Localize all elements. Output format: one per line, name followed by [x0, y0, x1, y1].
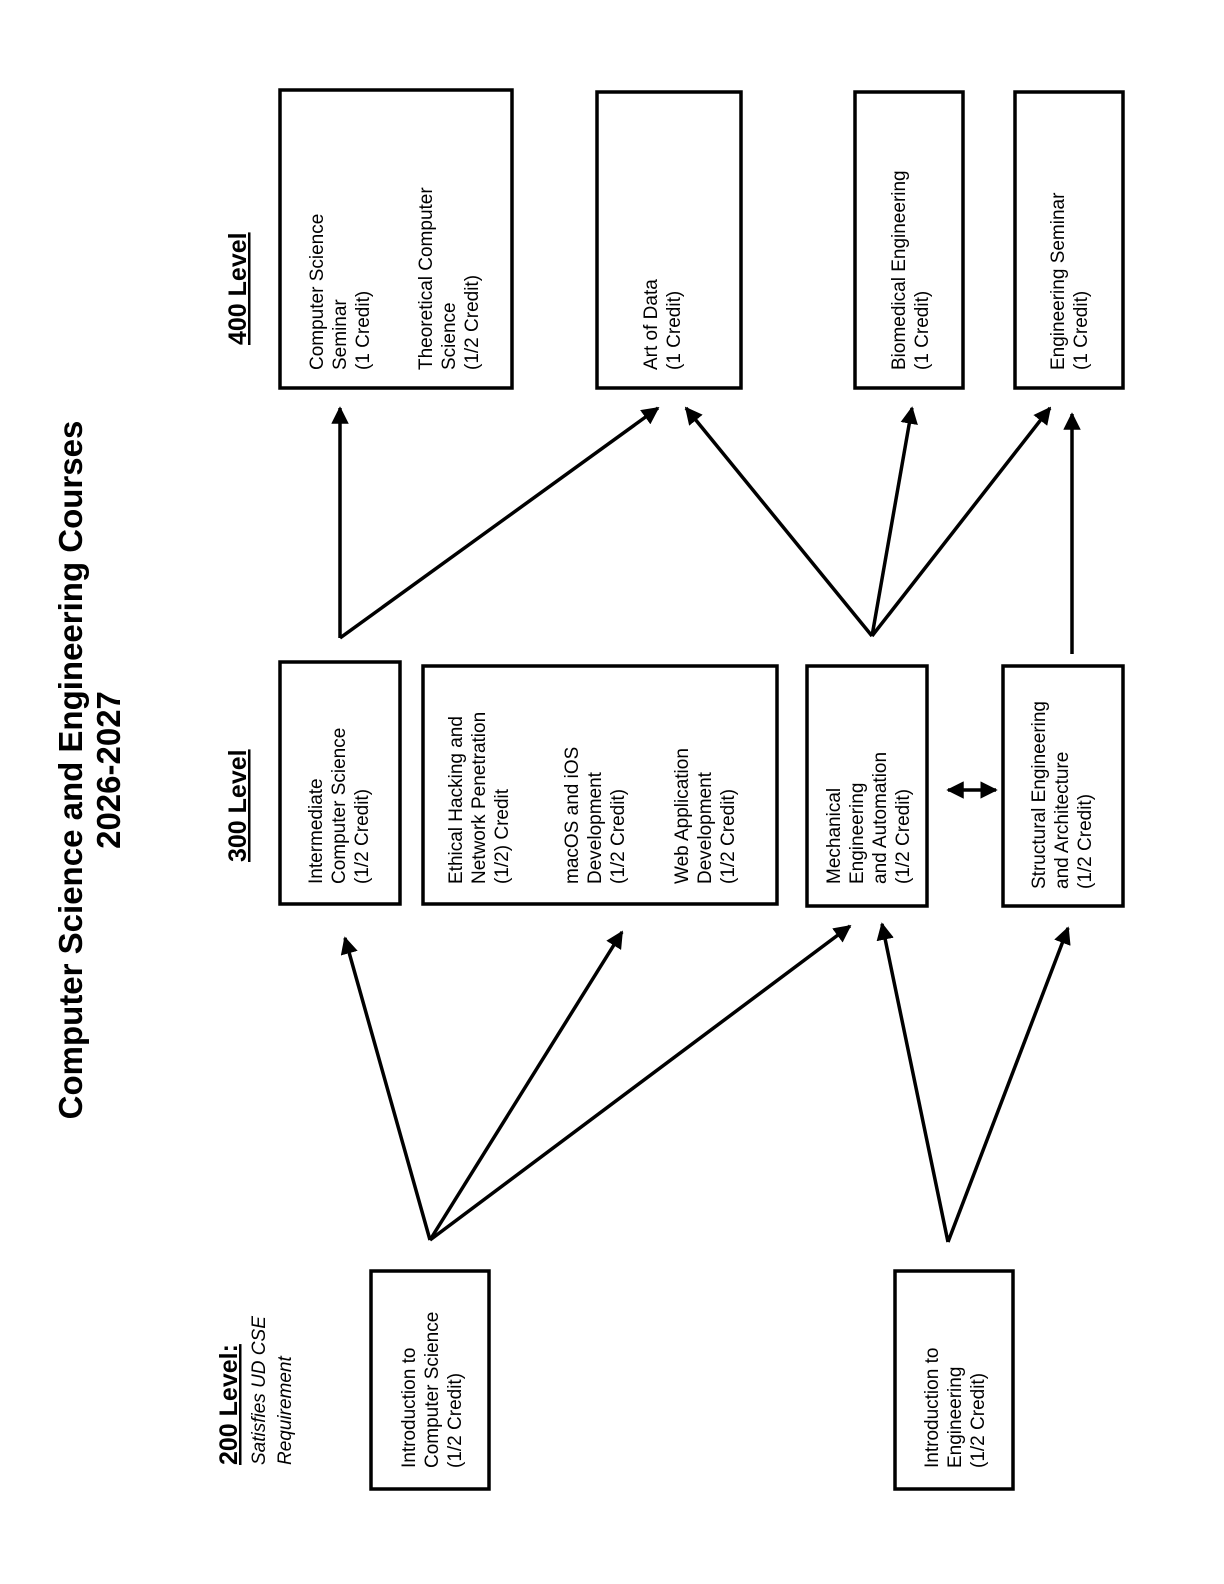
- course-mech-eng-line1: Mechanical: [824, 788, 845, 884]
- course-struct-eng-line1: Structural Engineering: [1029, 701, 1050, 889]
- course-theoretical-cs-text: Theoretical Computer Science (1/2 Credit…: [416, 187, 483, 370]
- course-box-eng-seminar: [1013, 90, 1125, 390]
- course-macos-ios-text: macOS and iOS Development (1/2 Credit): [562, 747, 629, 884]
- arrow-intermediate-cs-to-art-of-data: [338, 406, 660, 640]
- course-theoretical-cs-line2: Science: [439, 302, 460, 370]
- course-box-struct-eng: [1001, 664, 1125, 908]
- course-web-app-text: Web Application Development (1/2 Credit): [672, 748, 739, 884]
- arrow-intro-cs-to-intermediate-cs: [340, 936, 432, 1241]
- course-cs-seminar-text: Computer Science Seminar (1 Credit): [307, 214, 374, 370]
- course-eng-seminar-credit: (1 Credit): [1071, 291, 1092, 370]
- prerequisite-arrows: [331, 406, 1081, 1243]
- course-eng-seminar-text: Engineering Seminar (1 Credit): [1048, 192, 1092, 370]
- course-intro-cs-line1: Introduction to: [399, 1348, 420, 1468]
- course-cs-seminar-credit: (1 Credit): [353, 291, 374, 370]
- course-intermediate-cs-line2: Computer Science: [329, 728, 350, 884]
- course-macos-ios-line2: Development: [585, 771, 606, 884]
- course-struct-eng-text: Structural Engineering and Architecture …: [1029, 701, 1096, 889]
- course-box-intermediate-cs: [278, 660, 402, 906]
- course-theoretical-cs-line1: Theoretical Computer: [416, 187, 437, 370]
- arrow-mech-eng-to-eng-seminar: [870, 406, 1052, 638]
- arrow-intro-cs-to-cs-electives: [428, 930, 624, 1241]
- course-macos-ios-credit: (1/2 Credit): [608, 789, 629, 884]
- course-cs-seminar-line2: Seminar: [330, 299, 351, 370]
- course-intro-eng-line2: Engineering: [945, 1367, 966, 1468]
- arrow-mech-eng-to-biomed-eng: [870, 406, 918, 637]
- course-web-app-line2: Development: [695, 771, 716, 884]
- course-mech-eng-line3: and Automation: [870, 752, 891, 884]
- course-web-app-line1: Web Application: [672, 748, 693, 884]
- course-theoretical-cs-credit: (1/2 Credit): [462, 275, 483, 370]
- course-cs-seminar-line1: Computer Science: [307, 214, 328, 370]
- course-intermediate-cs-line1: Intermediate: [306, 778, 327, 884]
- course-biomed-eng-text: Biomedical Engineering (1 Credit): [889, 170, 933, 370]
- course-ethical-hacking-text: Ethical Hacking and Network Penetration …: [446, 712, 513, 884]
- course-intro-cs-text: Introduction to Computer Science (1/2 Cr…: [399, 1312, 466, 1468]
- diagram-title: Computer Science and Engineering Courses: [52, 421, 89, 1120]
- course-struct-eng-credit: (1/2 Credit): [1075, 794, 1096, 889]
- course-biomed-eng-credit: (1 Credit): [912, 291, 933, 370]
- level-400-label: 400 Level: [224, 232, 252, 345]
- course-web-app-credit: (1/2 Credit): [718, 789, 739, 884]
- level-200-note-line1: Satisfies UD CSE: [249, 1316, 270, 1465]
- course-art-of-data-line1: Art of Data: [641, 279, 662, 370]
- diagram-subtitle: 2026-2027: [90, 691, 127, 849]
- course-mech-eng-line2: Engineering: [847, 783, 868, 884]
- course-ethical-hacking-line1: Ethical Hacking and: [446, 716, 467, 884]
- course-intro-cs-credit: (1/2 Credit): [445, 1373, 466, 1468]
- course-struct-eng-line2: and Architecture: [1052, 752, 1073, 889]
- course-intermediate-cs-text: Intermediate Computer Science (1/2 Credi…: [306, 728, 373, 884]
- course-mech-eng-credit: (1/2 Credit): [893, 789, 914, 884]
- course-box-art-of-data: [595, 90, 743, 390]
- course-art-of-data-text: Art of Data (1 Credit): [641, 279, 685, 370]
- course-macos-ios-line1: macOS and iOS: [562, 747, 583, 884]
- level-200-note-line2: Requirement: [275, 1356, 296, 1465]
- course-intro-cs-line2: Computer Science: [422, 1312, 443, 1468]
- course-box-cs-seminar-theoretical: [278, 88, 514, 390]
- course-intro-eng-line1: Introduction to: [922, 1348, 943, 1468]
- course-box-mech-eng: [805, 664, 929, 908]
- arrow-intro-eng-to-struct-eng: [946, 926, 1071, 1243]
- course-mech-eng-text: Mechanical Engineering and Automation (1…: [824, 752, 914, 884]
- level-300-label: 300 Level: [224, 749, 252, 862]
- level-200-label: 200 Level:: [215, 1344, 243, 1465]
- course-intro-eng-text: Introduction to Engineering (1/2 Credit): [922, 1348, 989, 1468]
- course-ethical-hacking-line2: Network Penetration: [469, 712, 490, 884]
- course-biomed-eng-line1: Biomedical Engineering: [889, 170, 910, 370]
- course-box-intro-eng: [893, 1269, 1015, 1491]
- course-art-of-data-credit: (1 Credit): [664, 291, 685, 370]
- course-box-intro-cs: [369, 1269, 491, 1491]
- course-box-cs-electives: [421, 664, 779, 906]
- course-box-biomed-eng: [853, 90, 965, 390]
- arrow-mech-eng-to-art-of-data: [684, 406, 874, 638]
- course-eng-seminar-line1: Engineering Seminar: [1048, 192, 1069, 370]
- course-ethical-hacking-credit: (1/2) Credit: [492, 788, 513, 884]
- course-intermediate-cs-credit: (1/2 Credit): [352, 789, 373, 884]
- arrow-intro-cs-to-mech-eng: [428, 924, 852, 1242]
- course-intro-eng-credit: (1/2 Credit): [968, 1373, 989, 1468]
- arrow-intro-eng-to-mech-eng: [876, 922, 950, 1243]
